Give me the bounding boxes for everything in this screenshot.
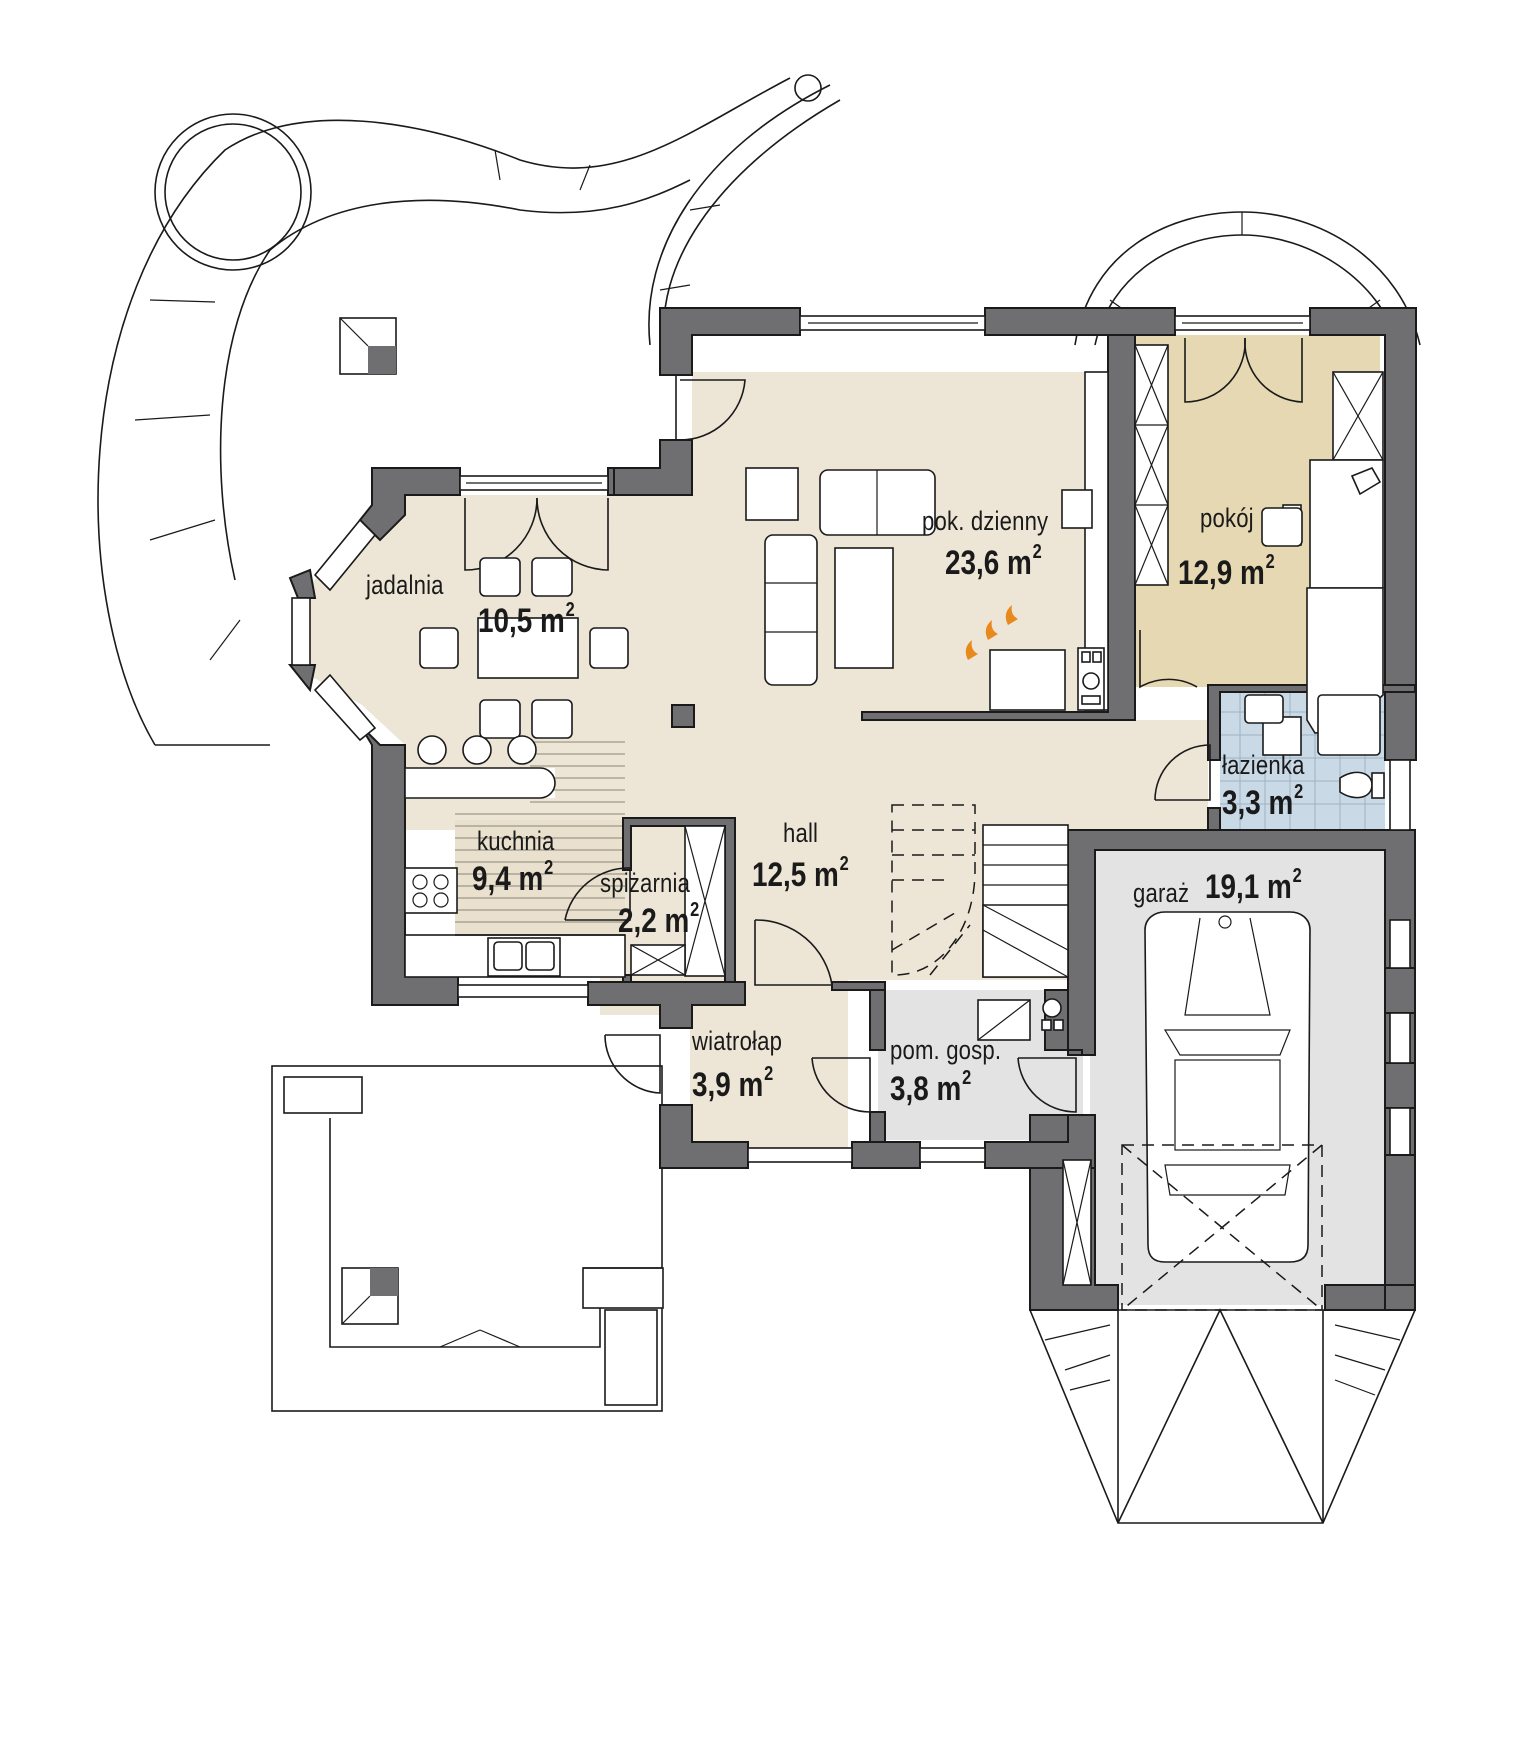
room-area-utility: 3,8 m2 [890,1067,972,1108]
room-area-vestibule: 3,9 m2 [692,1063,774,1104]
room-area-bathroom: 3,3 m2 [1222,781,1304,822]
room-name: pok. dzienny [922,506,1049,536]
room-area-living: 23,6 m2 [945,541,1042,582]
walls [287,307,1417,1311]
room-area-pantry: 2,2 m2 [618,899,700,940]
room-vestibule: wiatrołap [692,1028,802,1055]
room-garage: garaż [1133,880,1202,907]
windows [291,315,1416,1286]
room-name: wiatrołap [692,1026,783,1056]
bathroom-fixtures [1244,694,1385,799]
driveway [1029,1308,1416,1524]
room-name: kuchnia [477,826,555,856]
utility-fixtures [977,998,1064,1041]
room-name: garaż [1133,878,1190,908]
room-utility: pom. gosp. [890,1037,1026,1064]
room-name: spiżarnia [600,868,691,898]
room-area-garage: 19,1 m2 [1205,865,1302,906]
room-bedroom: pokój [1200,505,1266,532]
room-dining: jadalnia [366,572,461,599]
front-porch [271,1065,664,1412]
dining-furniture [419,557,629,739]
doors [464,337,1303,1113]
room-area-kitchen: 9,4 m2 [472,857,554,898]
room-name: pom. gosp. [890,1035,1002,1065]
room-name: łazienka [1222,750,1305,780]
room-name: hall [783,818,819,848]
stairs [891,804,1069,978]
curved-terrace [97,74,841,746]
room-living: pok. dzienny [922,508,1076,535]
room-area-dining: 10,5 m2 [478,599,575,640]
room-area-bedroom: 12,9 m2 [1178,551,1275,592]
room-name: pokój [1200,503,1254,533]
garage-contents [1062,911,1323,1311]
living-furniture [745,371,1109,711]
room-hall: hall [783,820,826,847]
room-pantry: spiżarnia [600,870,710,897]
kitchen-furniture [404,735,726,978]
kitchen-floor-lines [455,741,625,923]
room-name: jadalnia [366,570,444,600]
room-kitchen: kuchnia [477,828,571,855]
room-bathroom: łazienka [1222,752,1323,779]
room-area-hall: 12,5 m2 [752,853,849,894]
